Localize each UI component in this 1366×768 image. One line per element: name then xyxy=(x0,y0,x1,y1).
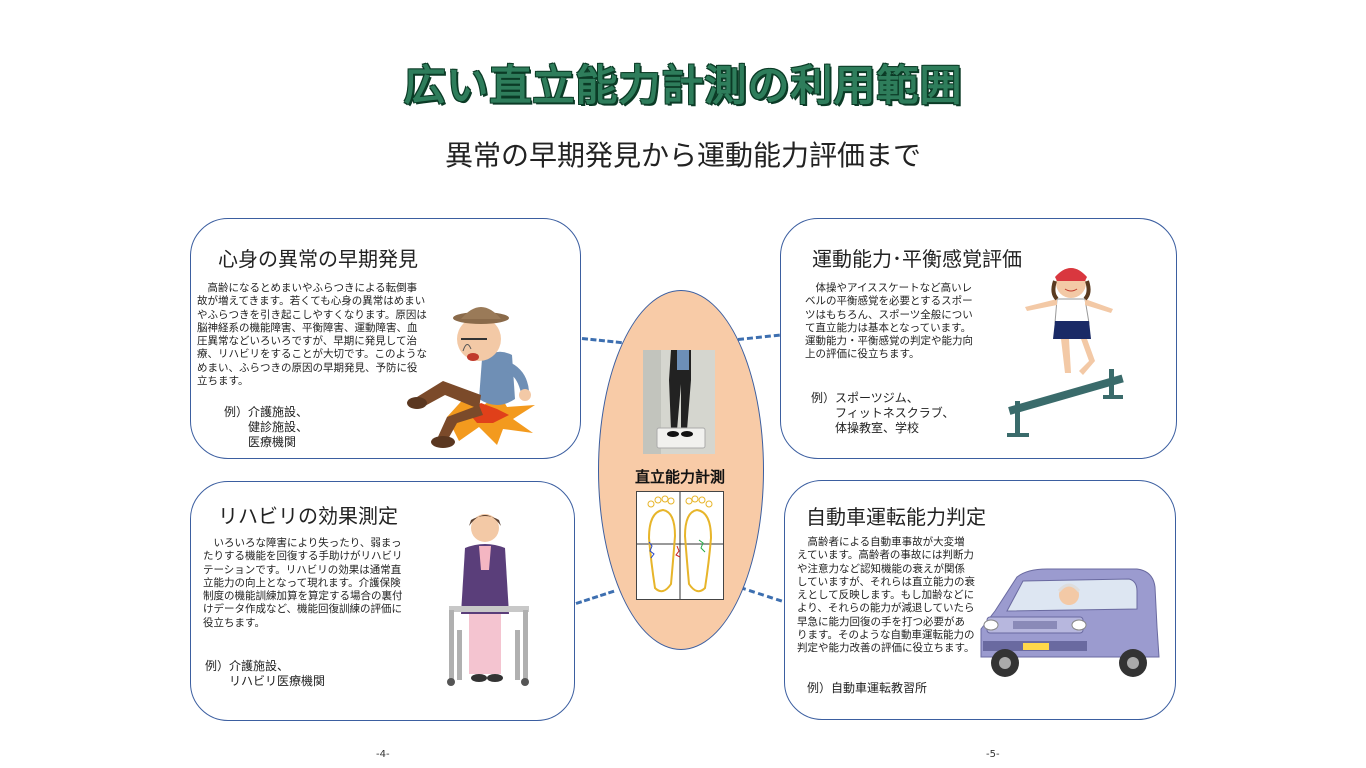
card-title: 心身の異常の早期発見 xyxy=(218,247,418,271)
card-title: 運動能力･平衡感覚評価 xyxy=(812,247,1022,271)
elderly-man-falling-illustration xyxy=(407,307,535,448)
page-number-right: -5- xyxy=(986,749,1000,760)
card-title: 自動車運転能力判定 xyxy=(806,505,986,529)
card-body: いろいろな障害により失ったり、弱まったりする機能を回復する手助けがリハビリテーシ… xyxy=(203,537,403,629)
connector-bottom-right xyxy=(739,586,783,603)
elderly-woman-walker-illustration xyxy=(447,514,529,686)
girl-balance-beam-illustration xyxy=(1007,268,1124,437)
card-rehab-effect: リハビリの効果測定 いろいろな障害により失ったり、弱まったりする機能を回復する手… xyxy=(190,481,575,721)
connector-top-left xyxy=(581,337,622,345)
card-driving-ability: 自動車運転能力判定 高齢者による自動車事故が大変増えています。高齢者の事故には判… xyxy=(784,480,1176,720)
card-body: 体操やアイススケートなど高いレベルの平衡感覚を必要とするスポーツはもちろん、スポ… xyxy=(805,282,973,361)
card-body: 高齢者による自動車事故が大変増えています。高齢者の事故には判断力や注意力など認知… xyxy=(797,536,975,655)
card-early-detection: 心身の異常の早期発見 高齢になるとめまいやふらつきによる転倒事故が増えてきます。… xyxy=(190,218,581,459)
car-with-elderly-driver-illustration xyxy=(980,568,1160,677)
card-title: リハビリの効果測定 xyxy=(218,504,398,528)
standing-measurement-photo xyxy=(643,350,715,454)
card-example: 例）介護施設、 リハビリ医療機関 xyxy=(205,659,326,688)
center-label: 直立能力計測 xyxy=(634,468,725,486)
page-number-left: -4- xyxy=(376,749,390,760)
footprint-chart xyxy=(636,491,724,600)
card-example: 例）自動車運転教習所 xyxy=(807,681,928,695)
page-subtitle: 異常の早期発見から運動能力評価まで xyxy=(444,139,921,172)
connector-top-right xyxy=(737,333,780,341)
card-body: 高齢になるとめまいやふらつきによる転倒事故が増えてきます。若くても心身の異常はめ… xyxy=(197,282,427,388)
card-example: 例）スポーツジム、 フィットネスクラブ、 体操教室、学校 xyxy=(811,391,955,435)
card-example: 例）介護施設、 健診施設、 医療機関 xyxy=(224,405,309,449)
page-title: 広い直立能力計測の利用範囲 xyxy=(403,61,963,110)
connector-bottom-left xyxy=(575,589,615,605)
card-athletic-balance: 運動能力･平衡感覚評価 体操やアイススケートなど高いレベルの平衡感覚を必要とする… xyxy=(780,218,1177,459)
